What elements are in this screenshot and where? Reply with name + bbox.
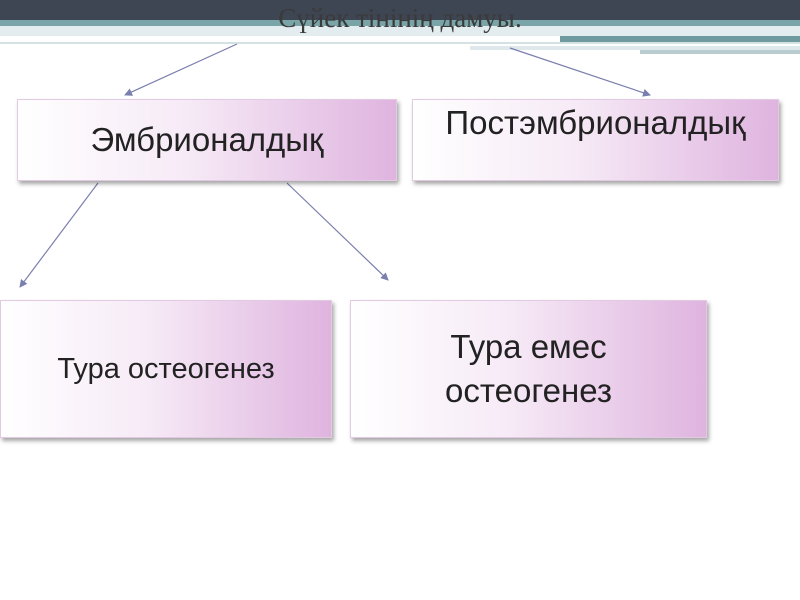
node-postembryonic-label: Постэмбрионалдық	[445, 104, 746, 141]
header-band-dark-stripe	[0, 0, 800, 20]
header-band-thin-stripe	[0, 42, 800, 44]
header-band-slate-accent-2	[640, 50, 800, 54]
node-embryonic: Эмбрионалдық	[17, 99, 397, 181]
node-embryonic-label: Эмбрионалдық	[90, 121, 324, 158]
arrow-title-to-postembryonic	[509, 47, 651, 97]
node-direct-label: Тура остеогенез	[57, 352, 275, 385]
header-band	[0, 0, 800, 60]
arrow-title-to-embryonic	[124, 43, 238, 96]
header-band-light-stripe	[0, 26, 800, 36]
header-band-teal-stripe	[0, 20, 800, 26]
slide-title: Сүйек тінінің дамуы.	[278, 3, 522, 33]
node-indirect-label: Тура емес остеогенез	[445, 328, 612, 409]
header-band-slate-accent	[470, 46, 800, 50]
arrow-embryonic-to-indirect	[286, 182, 389, 281]
node-direct-osteogenesis: Тура остеогенез	[0, 300, 332, 438]
header-band-teal-accent	[560, 36, 800, 42]
arrow-embryonic-to-direct	[19, 182, 99, 288]
node-indirect-osteogenesis: Тура емес остеогенез	[350, 300, 707, 438]
node-postembryonic: Постэмбрионалдық	[412, 99, 779, 181]
